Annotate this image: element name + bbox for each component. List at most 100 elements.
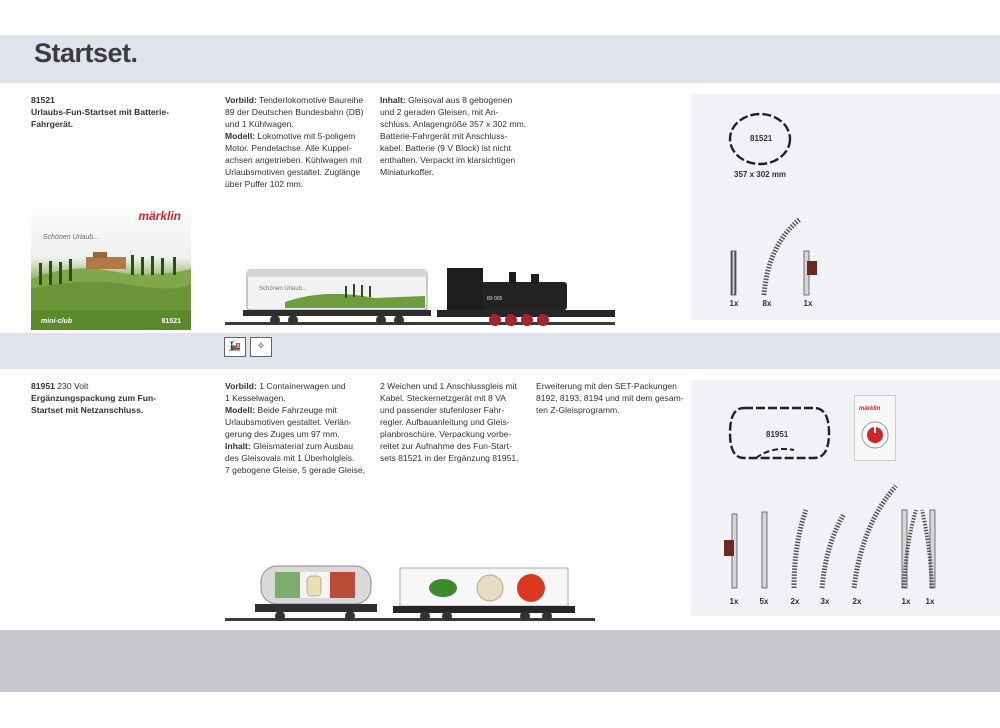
package-greeting: Schönen Urlaub... [43, 234, 100, 241]
set2-count: 3x [820, 597, 830, 606]
set2-name-line: Ergänzungspackung zum Fun- [31, 393, 157, 403]
set2-count: 1x [729, 597, 739, 606]
set2-voltage: 230 Volt [54, 381, 89, 391]
set2-c2-text: 7 gebogene Gleise, 5 gerade Gleise, [225, 465, 365, 475]
set1-count: 1x [729, 299, 739, 308]
set2-c4-text: Erweiterung mit den SET-Packungen [536, 381, 677, 391]
set1-c2-text: Motor. Pendelachse. Alle Kuppel- [225, 143, 352, 153]
set1-c2-text: Lokomotive mit 5-poligem [255, 131, 356, 141]
controller-brand: märklin [859, 406, 881, 412]
set1-c2-text: 89 der Deutschen Bundesbahn (DB) [225, 107, 364, 117]
set2-c3-text: und passender stufenloser Fahr- [380, 405, 505, 415]
set1-c3-label: Inhalt: [380, 95, 406, 105]
set1-c2-label: Modell: [225, 131, 256, 141]
set2-name-line: Startset mit Netzanschluss. [31, 405, 144, 415]
set2-c3-text: 2 Weichen und 1 Anschlussgleis mit [380, 381, 517, 391]
set2-count: 5x [759, 597, 769, 606]
set2-c2-label: Modell: [225, 405, 256, 415]
tuscan-hills-illustration [31, 252, 191, 314]
set1-count: 1x [803, 299, 813, 308]
set2-track-panel [691, 380, 1000, 616]
set2-c2-label: Vorbild: [225, 381, 257, 391]
set2-title: 81951 230 Volt Ergänzungspackung zum Fun… [31, 380, 156, 416]
set2-c4-text: ten Z-Gleisprogramm. [536, 405, 620, 415]
set2-layout-label: 81951 [766, 430, 789, 439]
set2-c2-text: 1 Kesselwagen. [225, 393, 286, 403]
set1-c3-text: Gleisoval aus 8 gebogenen [405, 95, 513, 105]
set2-track-oval-diagram [728, 406, 831, 460]
set1-track-panel [691, 94, 1000, 320]
set1-c3-text: und 2 geraden Gleisen, mit An- [380, 107, 499, 117]
set1-description-col2: Vorbild: Tenderlokomotive Baureihe 89 de… [225, 94, 364, 190]
straight-track-piece [730, 250, 737, 296]
set2-description-col2: Vorbild: 1 Containerwagen und 1 Kesselwa… [225, 380, 365, 476]
set1-description-col3: Inhalt: Gleisoval aus 8 gebogenen und 2 … [380, 94, 526, 178]
page-title: Startset. [34, 38, 138, 68]
set2-c3-text: reitet zur Aufnahme des Fun-Start- [380, 441, 512, 451]
package-series-label: mini-club [41, 318, 73, 325]
set1-name-line: Urlaubs-Fun-Startset mit Batterie- [31, 107, 169, 117]
package-number: 81521 [161, 318, 181, 325]
set1-layout-label: 81521 [750, 134, 773, 143]
set2-count: 2x [852, 597, 862, 606]
set1-c3-text: Batterie-Fahrgerät mit Anschluss- [380, 131, 508, 141]
right-turnout-track-piece [920, 509, 936, 589]
set2-description-col3: 2 Weichen und 1 Anschlussgleis mit Kabel… [380, 380, 519, 464]
set2-c2-text: des Gleisovals mit 1 Überholgleis. [225, 453, 355, 463]
set1-track-oval-diagram [728, 112, 792, 166]
terminal-track-piece [724, 513, 738, 589]
set1-c2-text: Tenderlokomotive Baureihe [256, 95, 364, 105]
set2-c2-text: gerung des Zuges um 97 mm. [225, 429, 340, 439]
set2-wagons-illustration [225, 565, 595, 621]
set2-c3-text: sets 81521 in der Ergänzung 81951. [380, 453, 519, 463]
set1-c2-text: Urlaubsmotiven gestaltet. Zuglänge [225, 167, 361, 177]
set2-count: 1x [901, 597, 911, 606]
set2-c3-text: Kabel. Steckernetzgerät mit 8 VA [380, 393, 506, 403]
set1-train-illustration: Schönen Urlaub... 89 005 [225, 268, 615, 326]
curved-track-piece [819, 512, 847, 589]
set1-c2-label: Vorbild: [225, 95, 257, 105]
set2-c2-label: Inhalt: [225, 441, 251, 451]
terminal-track-piece [803, 250, 817, 296]
set1-c2-text: über Puffer 102 mm. [225, 179, 304, 189]
set2-c2-text: Urlaubsmotiven gestaltet. Verlän- [225, 417, 352, 427]
transformer-controller-image: märklin [854, 395, 896, 461]
set1-layout-size: 357 x 302 mm [734, 170, 787, 179]
set2-c4-text: 8192, 8193, 8194 und mit dem gesam- [536, 393, 684, 403]
set2-description-col4: Erweiterung mit den SET-Packungen 8192, … [536, 380, 684, 416]
marklin-logo: märklin [138, 209, 181, 223]
set2-count: 2x [790, 597, 800, 606]
set1-c3-text: schluss. Anlagengröße 357 x 302 mm. [380, 119, 527, 129]
set1-number: 81521 [31, 95, 55, 105]
set1-c3-text: enthalten. Verpackt im klarsichtigen [380, 155, 516, 165]
spare-parts-icon: ✧ [250, 337, 272, 357]
set1-title: 81521 Urlaubs-Fun-Startset mit Batterie-… [31, 94, 169, 130]
left-turnout-track-piece [901, 509, 918, 589]
set2-c2-text: Gleismaterial zum Ausbau [250, 441, 353, 451]
short-curve-track-piece [791, 509, 809, 589]
set1-c3-text: kabel. Batterie (9 V Block) ist nicht [380, 143, 511, 153]
curved-track-piece [761, 217, 802, 296]
set1-track-pieces [730, 217, 817, 296]
set2-number: 81951 [31, 381, 55, 391]
set2-c2-text: 1 Containerwagen und [256, 381, 346, 391]
set1-count: 8x [762, 299, 772, 308]
long-curve-track-piece [851, 484, 898, 589]
set1-c3-text: Miniaturkoffer. [380, 167, 434, 177]
straight-track-piece [761, 511, 768, 589]
wagon-greeting-text: Schönen Urlaub... [259, 286, 307, 292]
set2-count: 1x [925, 597, 935, 606]
set1-package-image: märklin Schönen Urlaub... mini-club 8152… [31, 199, 191, 330]
set2-c2-text: Beide Fahrzeuge mit [255, 405, 337, 415]
separator-band [0, 333, 1000, 369]
locomotive-icon: 🚂 [224, 337, 246, 357]
set1-c2-text: achsen angetrieben. Kühlwagen mit [225, 155, 362, 165]
set2-c3-text: planbroschüre. Verpackung vorbe- [380, 429, 512, 439]
set1-c2-text: und 1 Kühlwagen. [225, 119, 294, 129]
set1-name-line: Fahrgerät. [31, 119, 74, 129]
loco-number-text: 89 005 [487, 296, 503, 302]
controller-dial-icon [861, 421, 889, 449]
header-band [0, 35, 1000, 83]
footer-band [0, 630, 1000, 692]
set2-track-pieces [724, 484, 936, 589]
